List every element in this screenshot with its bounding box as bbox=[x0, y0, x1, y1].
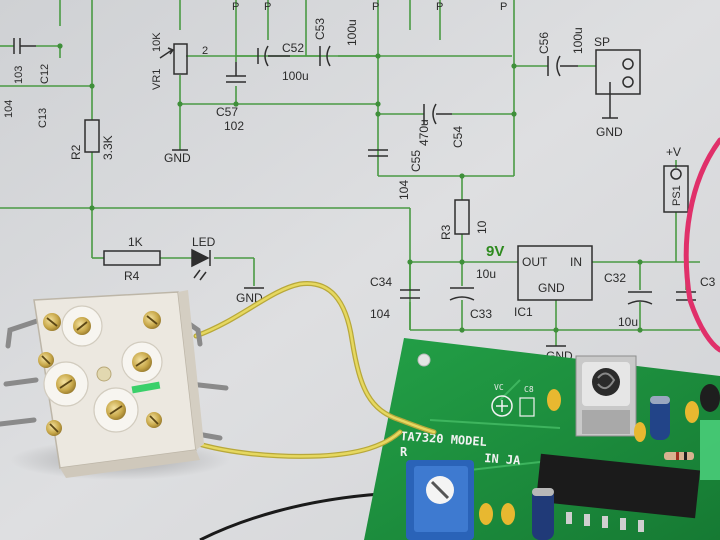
label-top-p5: P bbox=[500, 1, 507, 13]
label-c32: C32 bbox=[604, 271, 626, 285]
label-c55-value: 104 bbox=[397, 180, 411, 200]
label-c52: C52 bbox=[282, 41, 304, 55]
schematic-symbols bbox=[13, 38, 696, 347]
red-wire bbox=[683, 137, 720, 353]
schematic-labels: C12 103 C13 104 VR1 10K 2 C52 100u C53 1… bbox=[3, 1, 716, 363]
label-r2: R2 bbox=[69, 144, 83, 160]
label-c54: C54 bbox=[451, 126, 465, 148]
label-ic1-out: OUT bbox=[522, 255, 548, 269]
variable-capacitor bbox=[0, 290, 230, 480]
label-c53-value: 100u bbox=[345, 19, 359, 46]
label-ic1: IC1 bbox=[514, 305, 533, 319]
pcb-board: VC C8 TA7320 MODEL R IN JA bbox=[364, 338, 720, 540]
label-c32-value: 10u bbox=[618, 315, 638, 329]
label-vr1: VR1 bbox=[151, 69, 163, 90]
label-gnd-led: GND bbox=[236, 291, 263, 305]
label-top-p1: P bbox=[232, 1, 239, 13]
label-r3: R3 bbox=[439, 224, 453, 240]
schematic-junctions bbox=[57, 43, 643, 333]
pcb-line2-right: IN JA bbox=[484, 451, 522, 468]
label-ic1-gnd: GND bbox=[538, 281, 565, 295]
label-c34: C34 bbox=[370, 275, 392, 289]
label-top-p3: P bbox=[372, 1, 379, 13]
pcb-vc-label: VC bbox=[494, 383, 504, 392]
label-vr1-value: 10K bbox=[151, 32, 163, 52]
label-gnd1: GND bbox=[164, 151, 191, 165]
label-c55: C55 bbox=[409, 150, 423, 172]
label-r2-value: 3.3K bbox=[101, 135, 115, 160]
label-c12: C12 bbox=[39, 64, 51, 84]
pcb-line2-left: R bbox=[400, 445, 408, 459]
label-c53: C53 bbox=[313, 18, 327, 40]
label-c104-left: 104 bbox=[3, 100, 15, 118]
label-ps1: PS1 bbox=[671, 185, 683, 206]
pcb-c8-label: C8 bbox=[524, 385, 534, 394]
label-ic1-in: IN bbox=[570, 255, 582, 269]
label-c56: C56 bbox=[537, 32, 551, 54]
label-c54-value: 470u bbox=[417, 119, 431, 146]
label-top-p2: P bbox=[264, 1, 271, 13]
label-r4: R4 bbox=[124, 269, 140, 283]
label-top-p4: P bbox=[436, 1, 443, 13]
label-c33: C33 bbox=[470, 307, 492, 321]
label-c34-value: 104 bbox=[370, 307, 390, 321]
label-c103: 103 bbox=[13, 66, 25, 84]
schematic-wires bbox=[0, 0, 700, 346]
label-c57: C57 bbox=[216, 105, 238, 119]
label-pin2: 2 bbox=[202, 45, 208, 57]
label-gnd-sp: GND bbox=[596, 125, 623, 139]
label-sp: SP bbox=[594, 35, 610, 49]
label-c3x: C3 bbox=[700, 275, 716, 289]
label-c56-value: 100u bbox=[571, 27, 585, 54]
label-plus-v: +V bbox=[666, 145, 681, 159]
label-c13: C13 bbox=[37, 108, 49, 128]
label-9v: 9V bbox=[486, 243, 504, 260]
pcb-model-text: TA7320 MODEL bbox=[400, 429, 487, 449]
label-c57-value: 102 bbox=[224, 119, 244, 133]
label-c52-value: 100u bbox=[282, 69, 309, 83]
label-r3-value: 10 bbox=[475, 220, 489, 234]
label-c33-value: 10u bbox=[476, 267, 496, 281]
label-led: LED bbox=[192, 235, 216, 249]
label-r4-value: 1K bbox=[128, 235, 143, 249]
